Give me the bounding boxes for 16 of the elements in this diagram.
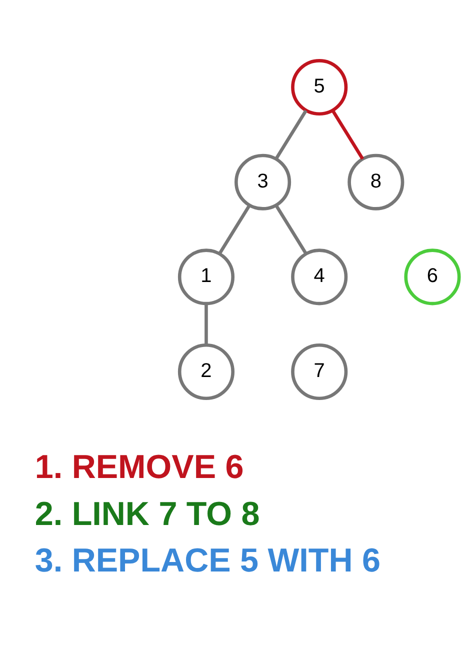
connector [274,109,308,160]
node-circle: 6 [404,248,461,305]
connector [218,204,251,254]
connector [274,204,308,254]
node-circle: 5 [291,58,348,116]
label: 1. REMOVE 6 [34,448,244,486]
node-circle: 2 [178,342,234,400]
node-circle: 4 [291,248,348,305]
node-circle: 7 [291,342,348,400]
label: 3. REPLACE 5 WITH 6 [34,542,381,579]
node-circle: 1 [178,248,234,305]
label: 2. LINK 7 TO 8 [34,495,260,532]
node-circle: 8 [348,153,404,210]
connector [204,303,208,345]
node-circle: 3 [234,153,292,210]
connector [331,109,364,160]
